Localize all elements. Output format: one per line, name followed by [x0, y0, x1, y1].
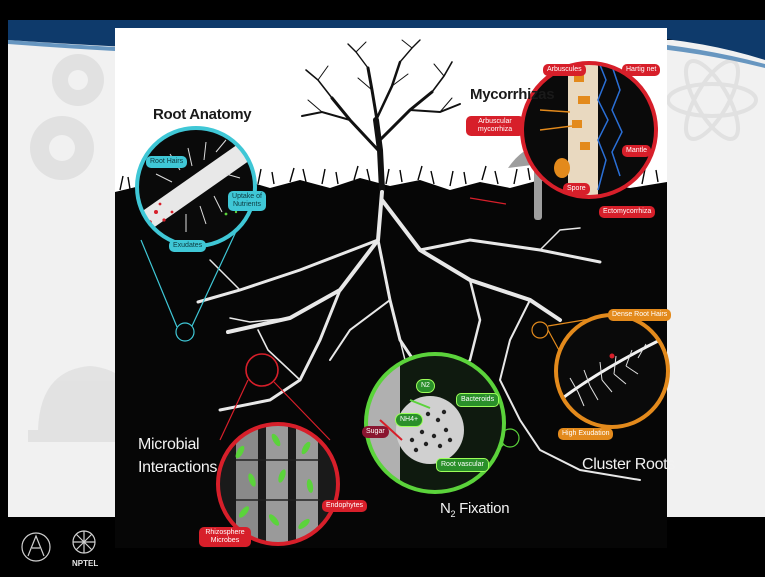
tag-spore: Spore — [563, 183, 590, 195]
root-anatomy-title: Root Anatomy — [153, 106, 251, 123]
tag-uptake-of-nutrients: Uptake of Nutrients — [228, 191, 266, 211]
cluster-roots-title: Cluster Roots — [582, 456, 675, 474]
tag-arbuscules: Arbuscules — [543, 64, 586, 76]
tag-n2: N2 — [416, 379, 435, 393]
tag-dense-root-hairs: Dense Root Hairs — [608, 309, 671, 321]
tag-mantle: Mantle — [622, 145, 651, 157]
tag-ectomycorrhiza: Ectomycorrhiza — [599, 206, 655, 218]
tag-exudates: Exudates — [169, 240, 206, 252]
nptel-logo — [73, 531, 95, 553]
cluster-roots-callout — [556, 315, 668, 427]
n2-fixation-title-n: N — [440, 500, 451, 517]
tag-bacteroids: Bacteroids — [456, 393, 499, 407]
mycorrhizas-callout — [522, 60, 656, 200]
tag-sugar: Sugar — [362, 426, 389, 438]
tag-endophytes: Endophytes — [322, 500, 367, 512]
tag-high-exudation: High Exudation — [558, 428, 613, 440]
tag-root-hairs: Root Hairs — [146, 156, 187, 168]
tag-rhizosphere-microbes: Rhizosphere Microbes — [199, 527, 251, 547]
microbial-interactions-title-line2: Interactions — [138, 459, 217, 477]
tag-nh4: NH4+ — [395, 413, 423, 427]
tag-arbuscular-mycorrhiza: Arbuscular mycorrhiza — [466, 116, 524, 136]
tag-root-vascular: Root vascular — [436, 458, 489, 472]
nptel-logo-text: NPTEL — [72, 559, 98, 568]
n2-fixation-title: N2 Fixation — [440, 500, 509, 519]
microbial-interactions-title-line1: Microbial — [138, 436, 199, 454]
mycorrhizas-title: Mycorrhizas — [470, 86, 554, 103]
n2-fixation-title-suffix: Fixation — [455, 500, 509, 517]
tag-hartig-net: Hartig net — [622, 64, 660, 76]
